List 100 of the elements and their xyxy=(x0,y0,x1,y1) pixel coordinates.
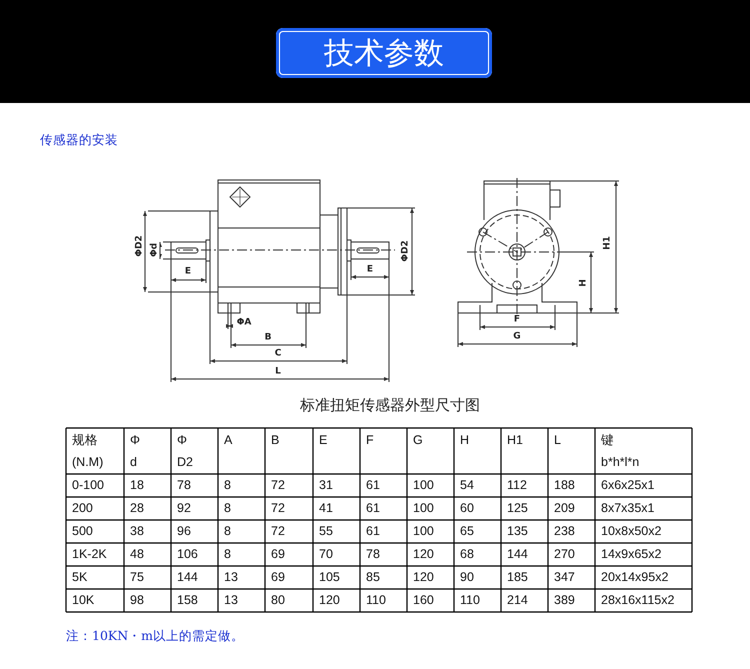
table-cell: 1K-2K xyxy=(72,548,107,560)
table-cell: 38 xyxy=(130,525,144,538)
table-cell: 61 xyxy=(366,479,380,492)
dimension-label: ΦA xyxy=(236,318,252,328)
table-cell: 48 xyxy=(130,548,144,560)
table-cell: 68 xyxy=(460,548,474,560)
table-cell: 13 xyxy=(224,571,238,584)
table-cell: 70 xyxy=(319,548,333,560)
table-cell: 10K xyxy=(72,594,94,606)
table-cell: 80 xyxy=(271,594,285,606)
table-header: (N.M) xyxy=(72,456,104,468)
table-cell: 96 xyxy=(177,525,191,538)
table-cell: 8 xyxy=(224,525,231,538)
table-header: E xyxy=(319,434,328,446)
table-cell: 135 xyxy=(507,525,528,538)
dimension-label: Φd xyxy=(150,242,160,258)
table-cell: 110 xyxy=(460,594,480,606)
dimension-label: ΦD2 xyxy=(136,234,144,258)
table-header: 规格 xyxy=(72,434,98,446)
table-header: b*h*l*n xyxy=(601,456,640,468)
table-header: D2 xyxy=(177,456,193,468)
title-banner: 技术参数 xyxy=(276,28,492,78)
table-cell: 61 xyxy=(366,525,380,538)
table-cell: 120 xyxy=(413,571,434,584)
table-cell: 144 xyxy=(177,571,198,584)
table-header: L xyxy=(554,434,561,446)
table-cell: 188 xyxy=(554,479,575,492)
table-cell: 75 xyxy=(130,571,144,584)
table-cell: 389 xyxy=(554,594,575,606)
table-cell: 347 xyxy=(554,571,575,584)
table-cell: 69 xyxy=(271,571,285,584)
table-cell: 8 xyxy=(224,479,231,492)
table-cell: 60 xyxy=(460,502,474,514)
table-cell: 78 xyxy=(177,479,191,492)
table-cell: 270 xyxy=(554,548,575,560)
table-cell: 90 xyxy=(460,571,474,584)
table-header: Φ xyxy=(130,434,140,446)
table-cell: 500 xyxy=(72,525,93,538)
table-cell: 158 xyxy=(177,594,198,606)
table-cell: 28 xyxy=(130,502,144,514)
table-cell: 110 xyxy=(366,594,386,606)
table-header: d xyxy=(130,456,137,468)
table-cell: 72 xyxy=(271,502,285,514)
table-cell: 10x8x50x2 xyxy=(601,525,662,538)
table-header: F xyxy=(366,434,374,446)
table-header: H1 xyxy=(507,434,523,446)
table-cell: 0-100 xyxy=(72,479,104,492)
table-cell: 100 xyxy=(413,502,434,514)
table-cell: 160 xyxy=(413,594,434,606)
table-cell: 92 xyxy=(177,502,191,514)
table-cell: 120 xyxy=(413,548,434,560)
table-header: 键 xyxy=(601,434,614,446)
table-header: G xyxy=(413,434,423,446)
table-cell: 209 xyxy=(554,502,575,514)
table-cell: 8x7x35x1 xyxy=(601,502,655,514)
dimension-label: B xyxy=(264,334,272,342)
dimension-label: ΦD2 xyxy=(402,239,410,263)
dimension-label: C xyxy=(274,350,282,358)
table-cell: 14x9x65x2 xyxy=(601,548,662,560)
table-header: A xyxy=(224,434,232,446)
table-cell: 69 xyxy=(271,548,285,560)
table-cell: 8 xyxy=(224,502,231,514)
table-cell: 106 xyxy=(177,548,198,560)
table-header: Φ xyxy=(177,434,187,446)
table-cell: 72 xyxy=(271,525,285,538)
table-cell: 72 xyxy=(271,479,285,492)
dimension-label: F xyxy=(512,316,522,324)
table-header: H xyxy=(460,434,470,446)
table-cell: 185 xyxy=(507,571,528,584)
table-cell: 28x16x115x2 xyxy=(601,594,674,606)
table-cell: 85 xyxy=(366,571,380,584)
table-cell: 13 xyxy=(224,594,238,606)
table-cell: 100 xyxy=(413,525,434,538)
footnote: 注：10KN・m以上的需定做。 xyxy=(66,628,244,645)
dimension-label: H xyxy=(580,278,588,288)
table-cell: 61 xyxy=(366,502,380,514)
table-cell: 112 xyxy=(507,479,527,492)
table-cell: 78 xyxy=(366,548,380,560)
table-cell: 41 xyxy=(319,502,333,514)
table-cell: 120 xyxy=(319,594,340,606)
table-cell: 31 xyxy=(319,479,333,492)
dimension-label: L xyxy=(274,368,282,376)
table-cell: 144 xyxy=(507,548,528,560)
table-cell: 200 xyxy=(72,502,93,514)
table-cell: 6x6x25x1 xyxy=(601,479,655,492)
table-cell: 18 xyxy=(130,479,144,492)
dimension-label: E xyxy=(366,266,374,274)
table-cell: 214 xyxy=(507,594,528,606)
table-header: B xyxy=(271,434,280,446)
table-cell: 100 xyxy=(413,479,434,492)
section-heading: 传感器的安装 xyxy=(40,132,118,149)
figure-caption: 标准扭矩传感器外型尺寸图 xyxy=(300,396,480,415)
dimension-label: G xyxy=(512,332,522,342)
table-cell: 20x14x95x2 xyxy=(601,571,668,584)
table-cell: 8 xyxy=(224,548,231,560)
dimension-label: E xyxy=(184,268,192,276)
table-cell: 65 xyxy=(460,525,474,538)
table-cell: 98 xyxy=(130,594,144,606)
table-cell: 55 xyxy=(319,525,333,538)
table-cell: 5K xyxy=(72,571,88,584)
